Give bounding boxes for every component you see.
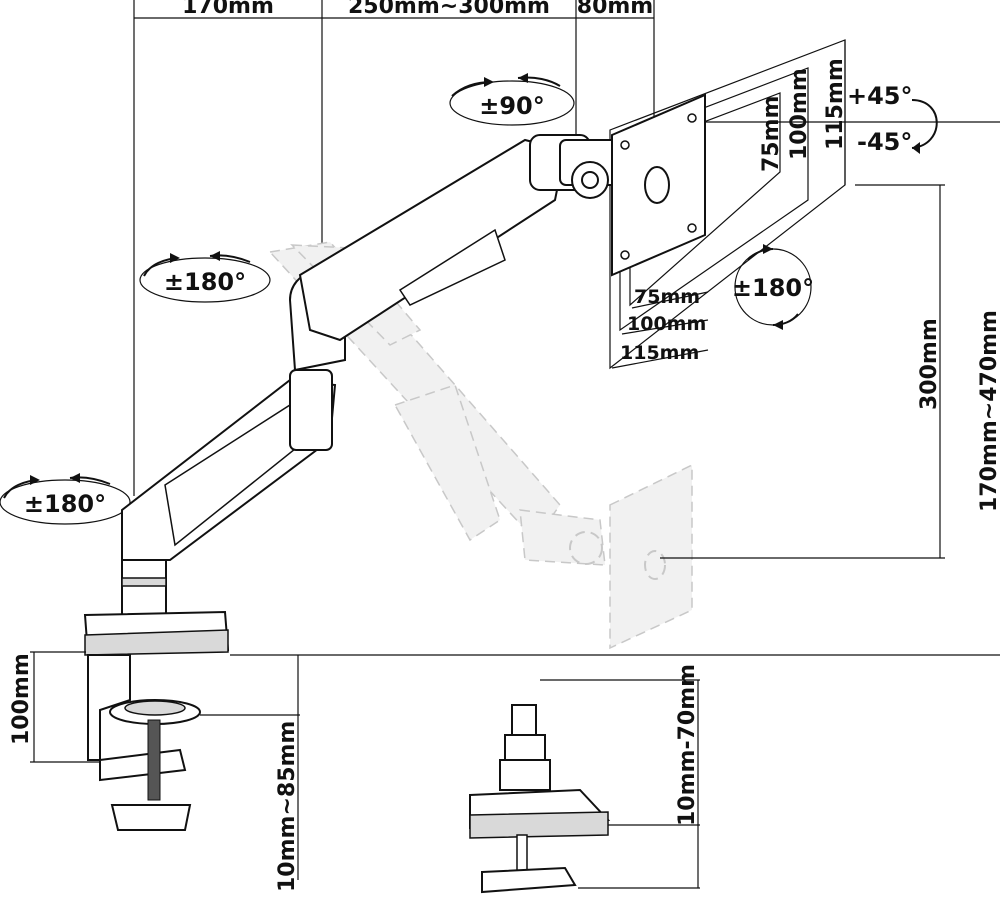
dim-vesa-h-75: 75mm bbox=[759, 96, 784, 172]
tilt-up-label: +45° bbox=[847, 82, 913, 110]
tilt-down-label: -45° bbox=[857, 128, 912, 156]
dim-top-80: 80mm bbox=[577, 0, 653, 19]
tilt-arrow-icon bbox=[911, 99, 938, 154]
dim-clamp-10-85: 10mm~85mm bbox=[275, 721, 300, 892]
dim-clamp-100: 100mm bbox=[9, 653, 34, 745]
top-dimension-lines bbox=[133, 0, 655, 496]
dim-top-250-300: 250mm~300mm bbox=[348, 0, 550, 19]
dim-vesa-w-100: 100mm bbox=[627, 313, 706, 335]
monitor-arm bbox=[83, 93, 706, 657]
dim-vesa-h-115: 115mm bbox=[823, 58, 848, 150]
dim-vesa-w-115: 115mm bbox=[620, 342, 699, 364]
swivel-label: ±90° bbox=[479, 92, 545, 120]
arm-rotate-arrow-icon bbox=[139, 251, 271, 303]
height-dimension-lines bbox=[230, 121, 1000, 656]
base-rotate-label: ±180° bbox=[24, 490, 106, 518]
base-rotate-arrow-icon bbox=[0, 473, 131, 525]
dim-top-170: 170mm bbox=[182, 0, 274, 19]
dim-vesa-h-100: 100mm bbox=[787, 68, 812, 160]
dim-height-170-470: 170mm~470mm bbox=[977, 310, 1000, 512]
arm-rotate-label: ±180° bbox=[164, 268, 246, 296]
screen-rotate-arrow-icon bbox=[734, 244, 812, 330]
dim-height-300: 300mm bbox=[917, 318, 942, 410]
dim-vesa-w-75: 75mm bbox=[634, 286, 700, 308]
screen-rotate-label: ±180° bbox=[732, 274, 814, 302]
desk-clamp bbox=[30, 651, 300, 880]
dim-grommet-10-70: 10mm-70mm bbox=[675, 664, 700, 826]
grommet-mount bbox=[469, 679, 700, 894]
swivel-arrow-icon bbox=[449, 73, 575, 126]
